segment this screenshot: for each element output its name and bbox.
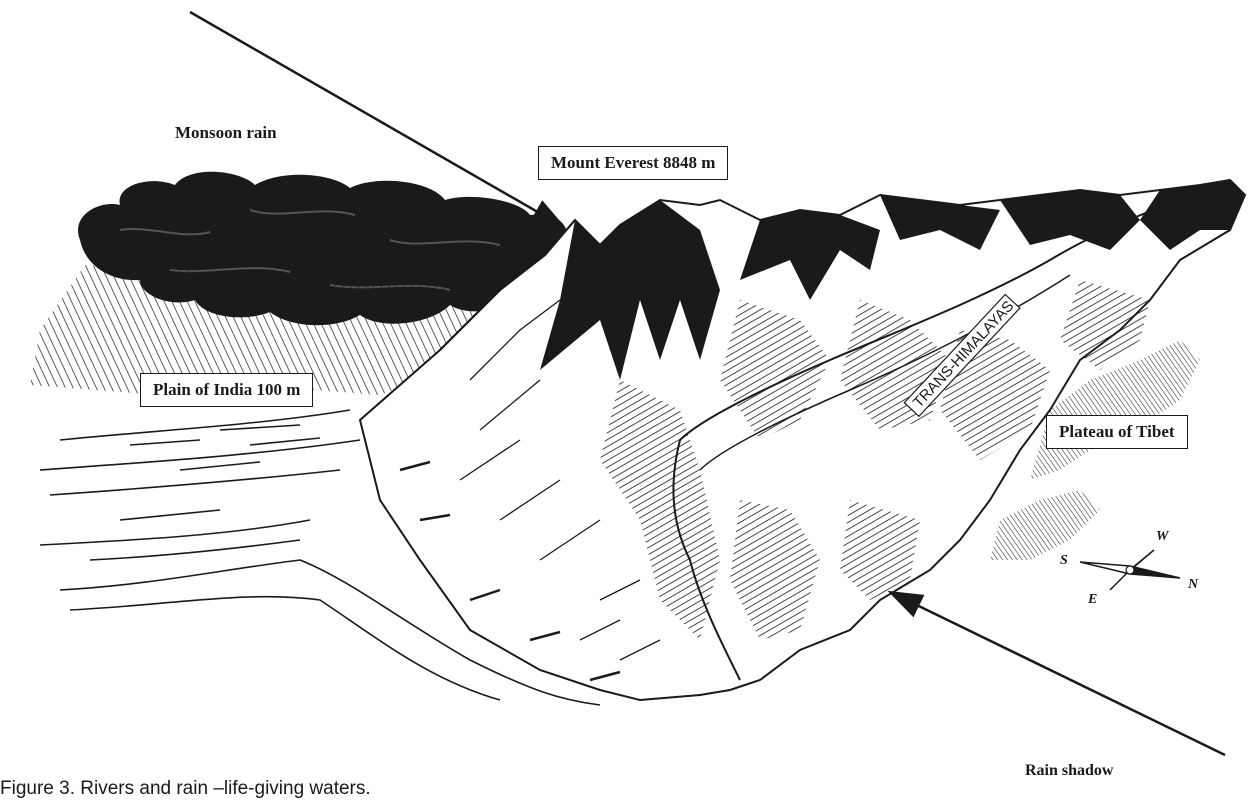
plateau-of-tibet-label: Plateau of Tibet: [1046, 415, 1188, 449]
rain-shadow-arrow-icon: [887, 590, 1226, 757]
compass-n: N: [1187, 577, 1199, 592]
plain-of-india-label: Plain of India 100 m: [140, 373, 314, 407]
monsoon-arrow-icon: [189, 10, 567, 229]
mountain-range-icon: [358, 178, 1247, 702]
compass-s: S: [1060, 553, 1068, 568]
compass-w: W: [1156, 529, 1170, 544]
mount-everest-label: Mount Everest 8848 m: [538, 146, 729, 180]
compass-rose-icon: S W N E: [1060, 529, 1199, 607]
compass-e: E: [1087, 592, 1097, 607]
rain-shadow-label: Rain shadow: [1025, 762, 1114, 779]
plain-strokes: [39, 409, 601, 706]
monsoon-rain-hatching: [30, 265, 525, 395]
monsoon-rain-label: Monsoon rain: [175, 123, 277, 142]
figure-caption: Figure 3. Rivers and rain –life-giving w…: [0, 778, 371, 799]
